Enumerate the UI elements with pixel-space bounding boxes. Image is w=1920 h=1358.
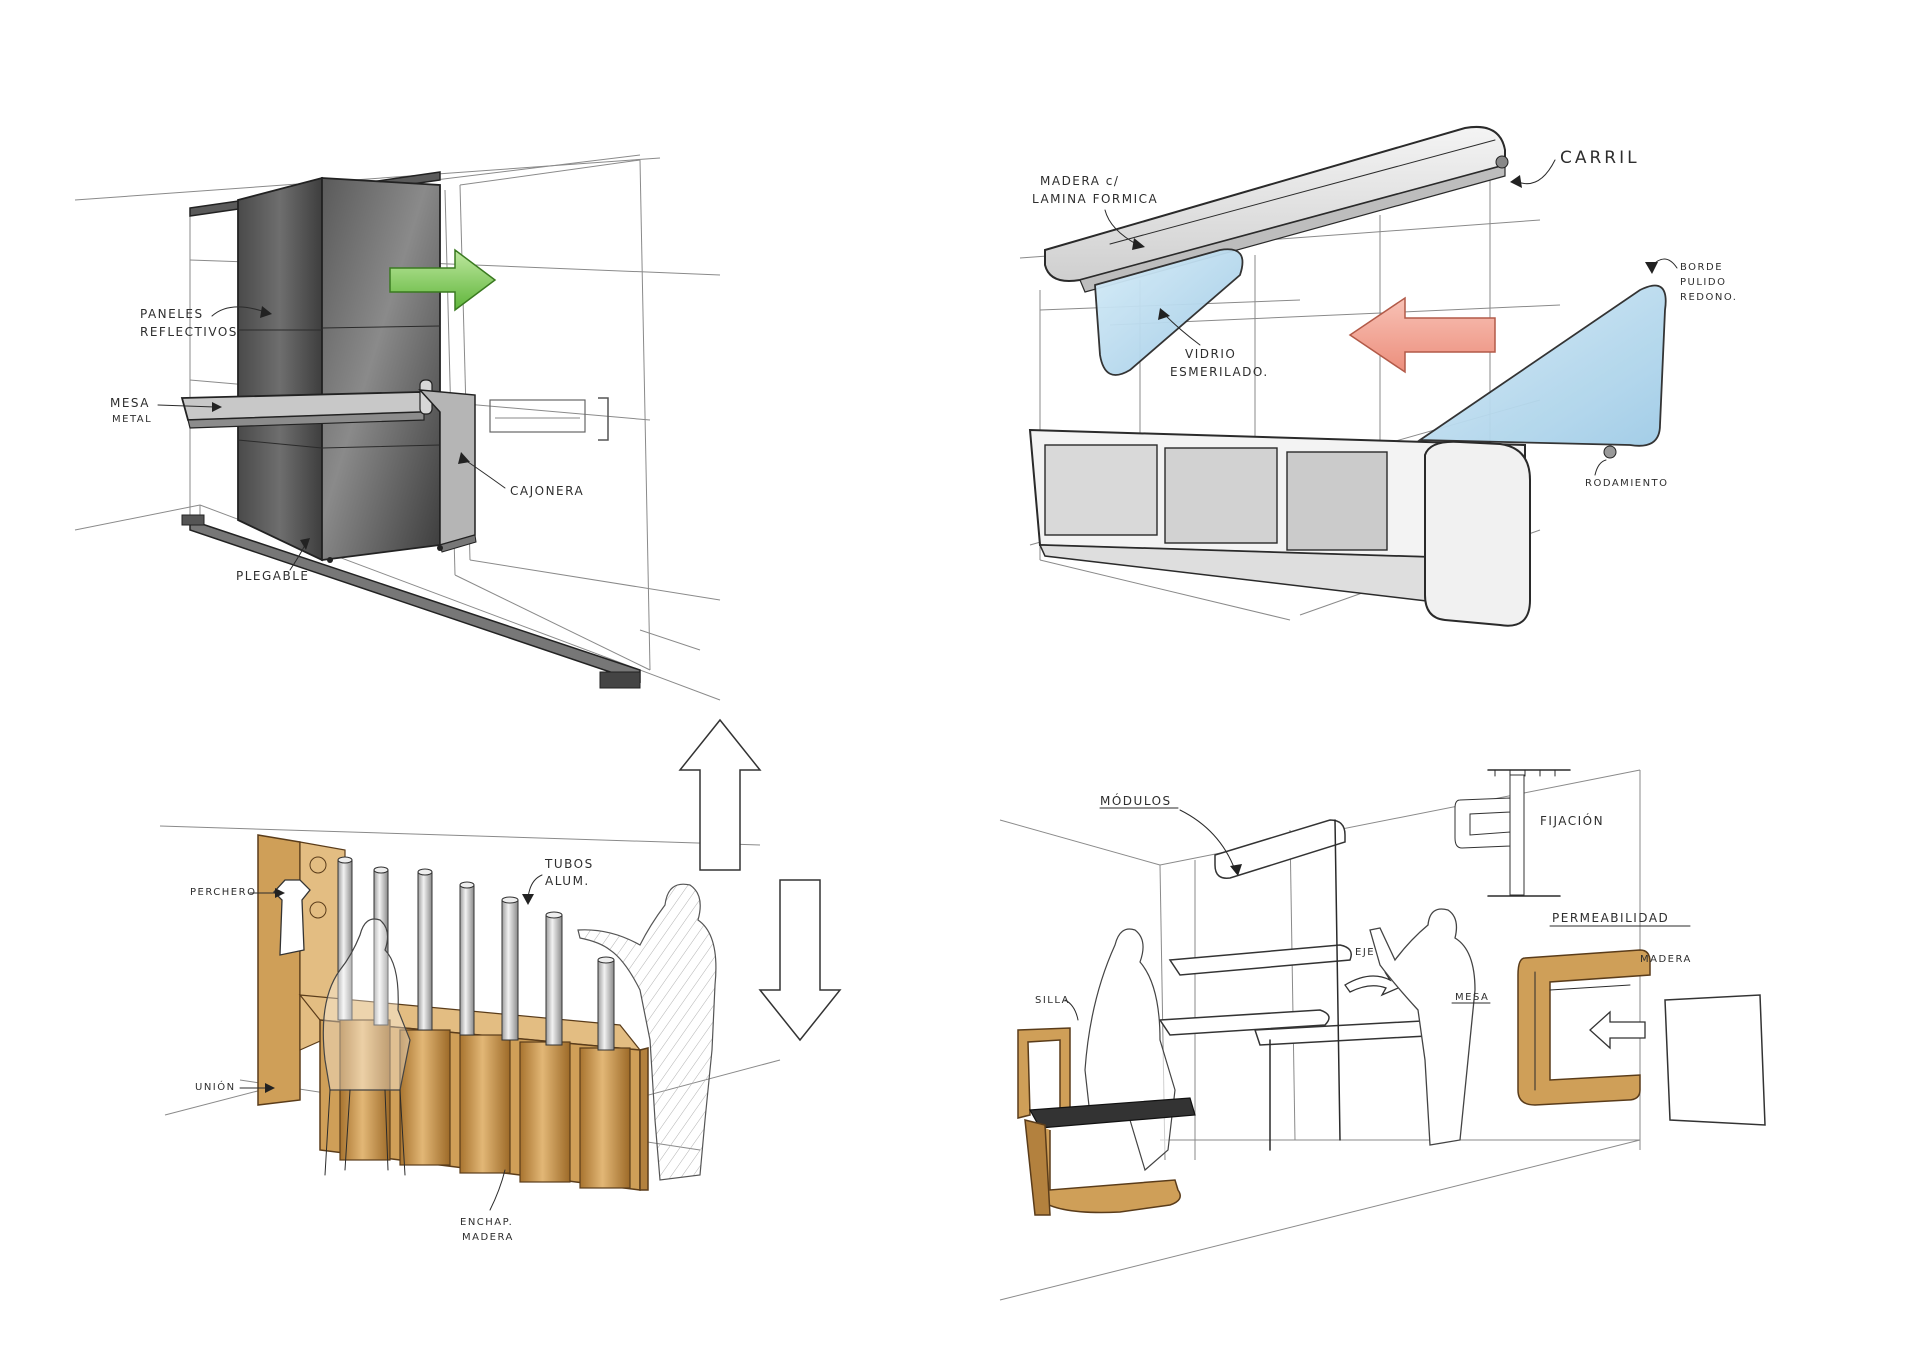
green-arrow — [389, 248, 497, 312]
svg-text:MESA: MESA — [110, 396, 150, 410]
glass-panel-hanging — [1094, 248, 1244, 376]
label-rail: CARRIL — [1510, 148, 1640, 188]
svg-text:SILLA: SILLA — [1035, 995, 1070, 1006]
svg-text:BORDE: BORDE — [1680, 262, 1723, 273]
svg-text:CAJONERA: CAJONERA — [510, 484, 584, 498]
red-arrow — [1348, 296, 1496, 374]
glass-panel-triangle — [1417, 284, 1667, 447]
svg-text:ESMERILADO.: ESMERILADO. — [1170, 365, 1269, 379]
svg-text:RODAMIENTO: RODAMIENTO — [1585, 478, 1669, 489]
svg-text:CARRIL: CARRIL — [1560, 148, 1640, 168]
svg-text:PANELES: PANELES — [140, 307, 204, 321]
label-panels: PANELES REFLECTIVOS — [140, 306, 272, 339]
svg-text:REFLECTIVOS: REFLECTIVOS — [140, 325, 238, 339]
reflective-panel-right — [321, 177, 441, 562]
label-fixing: FIJACIÓN — [1540, 813, 1604, 828]
svg-text:MADERA: MADERA — [1640, 954, 1692, 965]
svg-text:REDONO.: REDONO. — [1680, 292, 1737, 303]
seated-figure — [322, 918, 411, 1091]
sketch-modules: MÓDULOS FIJACIÓN PERMEABILIDAD EJE MESA … — [999, 769, 1766, 1301]
svg-text:PERMEABILIDAD: PERMEABILIDAD — [1552, 911, 1669, 925]
svg-text:PLEGABLE: PLEGABLE — [236, 569, 310, 583]
svg-text:MADERA: MADERA — [462, 1232, 514, 1243]
label-axis: EJE — [1355, 947, 1375, 958]
label-hanger: PERCHERO — [190, 887, 285, 898]
svg-text:ENCHAP.: ENCHAP. — [460, 1217, 513, 1228]
svg-text:UNIÓN: UNIÓN — [195, 1080, 236, 1093]
svg-text:ALUM.: ALUM. — [545, 874, 590, 888]
standing-figure — [577, 883, 717, 1181]
down-arrow — [758, 879, 842, 1042]
up-arrow — [678, 718, 762, 871]
standing-figure-2 — [1369, 908, 1476, 1146]
wood-back-panel — [257, 834, 301, 1106]
label-drawer: CAJONERA — [458, 452, 584, 498]
label-permeability: PERMEABILIDAD — [1549, 911, 1691, 927]
svg-text:MÓDULOS: MÓDULOS — [1100, 793, 1172, 808]
label-veneer: ENCHAP. MADERA — [460, 1169, 514, 1243]
sketch-glass-partition: MADERA c/ LAMINA FORMICA CARRIL BORDE PU… — [1019, 126, 1737, 627]
c-shaped-wood-module — [1517, 949, 1651, 1106]
label-chair: SILLA — [1035, 995, 1079, 1021]
svg-text:FIJACIÓN: FIJACIÓN — [1540, 813, 1604, 828]
svg-text:MESA: MESA — [1455, 992, 1489, 1003]
label-modules: MÓDULOS — [1099, 793, 1242, 876]
svg-text:METAL: METAL — [112, 414, 152, 425]
sketch-coat-rack: PERCHERO TUBOS ALUM. UNIÓN ENCHAP. MADER… — [159, 718, 842, 1243]
label-frosted-glass: VIDRIO ESMERILADO. — [1158, 308, 1269, 379]
label-table: MESA METAL — [110, 396, 222, 425]
sketch-reflective-panels: PANELES REFLECTIVOS MESA METAL CAJONERA … — [74, 154, 721, 701]
fixing-detail — [1454, 769, 1571, 897]
label-folding: PLEGABLE — [236, 538, 310, 583]
label-edge: BORDE PULIDO REDONO. — [1645, 258, 1737, 303]
label-joint: UNIÓN — [195, 1080, 275, 1093]
svg-text:EJE: EJE — [1355, 947, 1375, 958]
aluminum-tubes — [337, 856, 615, 1051]
push-arrow — [1589, 1010, 1646, 1050]
wall-slot — [489, 399, 586, 433]
label-wood-2: MADERA — [1640, 954, 1692, 965]
reflective-panel-left — [237, 176, 323, 562]
wooden-chair — [1017, 1027, 1196, 1216]
label-table-2: MESA — [1451, 992, 1491, 1004]
svg-text:TUBOS: TUBOS — [544, 857, 594, 871]
svg-text:PERCHERO: PERCHERO — [190, 887, 256, 898]
label-wood-formica: MADERA c/ LAMINA FORMICA — [1032, 174, 1158, 250]
wall-plate — [1664, 994, 1766, 1126]
svg-text:PULIDO: PULIDO — [1680, 277, 1726, 288]
label-bearing: RODAMIENTO — [1585, 459, 1669, 489]
svg-text:LAMINA FORMICA: LAMINA FORMICA — [1032, 192, 1158, 206]
svg-text:VIDRIO: VIDRIO — [1185, 347, 1236, 361]
label-tubes: TUBOS ALUM. — [522, 857, 594, 905]
svg-text:MADERA c/: MADERA c/ — [1040, 174, 1119, 188]
